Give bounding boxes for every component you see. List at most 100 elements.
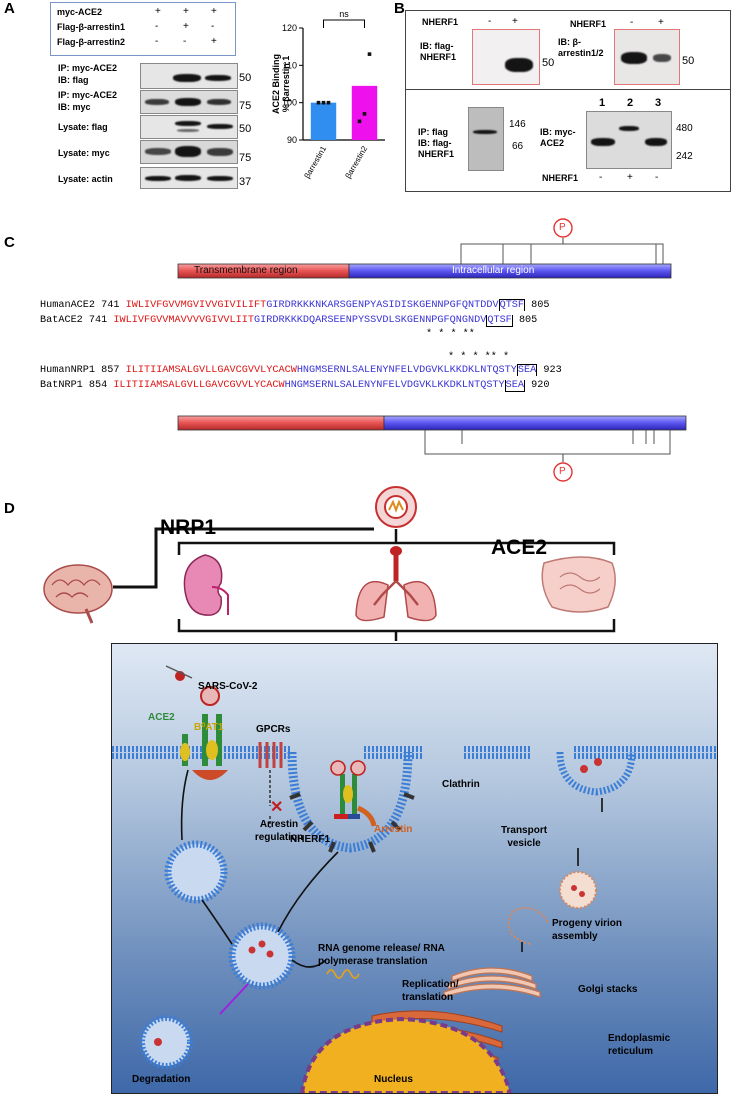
panel-a-label: A — [4, 0, 15, 17]
seq-row-bat-nrp1: BatNRP1 854 ILITIIAMSALGVLLGAVCGVVLYCACW… — [40, 380, 550, 392]
y-axis-label: ACE2 Binding% βarrestin 1 — [271, 54, 291, 114]
label-rna-release: RNA genome release/ RNA polymerase trans… — [318, 943, 445, 967]
label-arrestin-regulation: Arrestin regulation — [254, 819, 304, 843]
blot-label: Lysate: myc — [58, 148, 110, 158]
mw-marker: 146 — [509, 119, 526, 130]
lane-number: 1 — [599, 97, 606, 109]
blot-arrestin — [614, 29, 680, 85]
design-mark: - — [155, 36, 159, 47]
lane-mark: - — [599, 172, 603, 183]
label-gpcrs: GPCRs — [256, 724, 291, 735]
blot-label: IB: β-arrestin1/2 — [558, 37, 604, 58]
nherf1-header: NHERF1 — [542, 173, 579, 183]
design-mark: + — [211, 6, 217, 17]
design-mark: + — [211, 36, 217, 47]
panel-d-label: D — [4, 500, 15, 517]
bar — [310, 102, 337, 140]
y-tick-label: 90 — [287, 135, 297, 145]
mw-marker: 50 — [682, 55, 695, 67]
lysosome — [139, 1015, 193, 1069]
intestine-icon — [541, 556, 616, 613]
blot-ip-flag — [140, 63, 238, 89]
mw-marker: 75 — [239, 100, 252, 112]
transport-vesicle-icon — [559, 871, 597, 909]
label-er: Endoplasmic reticulum — [608, 1033, 671, 1057]
seq-row-bat-ace2: BatACE2 741 IWLIVFGVVMAVVVVGIVVLIITGIRDR… — [40, 315, 538, 327]
design-mark: - — [183, 36, 187, 47]
significance-label: ns — [339, 9, 349, 19]
intracellular-bar-nrp1 — [383, 415, 687, 431]
lane-number: 2 — [627, 97, 634, 109]
design-mark: - — [211, 21, 215, 32]
label-virus: SARS-CoV-2 — [198, 681, 258, 692]
svg-text:✕: ✕ — [270, 799, 283, 816]
y-tick-label: 100 — [282, 98, 297, 108]
blot-ip-flag-b — [468, 107, 504, 171]
data-point — [357, 119, 362, 124]
phospho-label: P — [559, 222, 566, 233]
blot-lysate-actin — [140, 167, 238, 189]
label-transport-vesicle: Transport vesicle — [500, 825, 548, 849]
nucleus-icon — [299, 1016, 513, 1093]
panel-b-frame: NHERF1 - + IB: flag-NHERF1 50 NHERF1 - +… — [405, 10, 731, 192]
blot-label: IB: flag-NHERF1 — [420, 41, 457, 62]
data-point — [362, 112, 367, 116]
phospho-icon — [553, 462, 573, 482]
endocytosed-complex-icon — [330, 760, 377, 827]
label-replication: Replication/ translation — [402, 979, 459, 1003]
transmembrane-bar-nrp1 — [177, 415, 385, 431]
assembly-vesicle — [507, 906, 549, 945]
conservation-stars-ace2: * * * ** — [426, 329, 475, 340]
y-tick-label: 120 — [282, 23, 297, 33]
brain-icon — [43, 564, 113, 624]
ace2-label: ACE2 — [491, 536, 548, 559]
gpcr-icon — [258, 742, 283, 768]
panel-b-label: B — [394, 0, 405, 17]
organ-tropism-diagram — [43, 486, 616, 641]
cell-diagram: ✕ — [111, 643, 718, 1094]
seq-row-human-ace2: HumanACE2 741 IWLIVFGVVMGVIVVGIVILIFTGIR… — [40, 299, 550, 311]
design-row-label: Flag-β-arrestin2 — [57, 37, 126, 47]
design-table: myc-ACE2 Flag-β-arrestin1 Flag-β-arresti… — [50, 2, 236, 56]
phospho-label: P — [559, 466, 566, 477]
exocytic-pit — [556, 751, 636, 796]
blot-label: Lysate: flag — [58, 122, 108, 132]
clathrin-pit — [287, 751, 413, 853]
design-mark: + — [183, 6, 189, 17]
design-row-label: Flag-β-arrestin1 — [57, 22, 126, 32]
blot-label: Lysate: actin — [58, 174, 113, 184]
lane-mark: + — [627, 172, 633, 183]
blot-label: IB: myc-ACE2 — [540, 127, 576, 148]
nherf1-header: NHERF1 — [570, 19, 607, 29]
mw-marker: 242 — [676, 151, 693, 162]
conservation-stars-nrp1: * * * ** * — [448, 352, 510, 363]
blot-lysate-flag — [140, 115, 238, 139]
lane-mark: + — [512, 16, 518, 27]
blot-ip-myc — [140, 90, 238, 114]
phospho-icon — [553, 218, 573, 238]
label-clathrin: Clathrin — [442, 779, 480, 790]
virus-icon — [375, 486, 417, 528]
data-point — [326, 100, 331, 105]
design-mark: + — [155, 6, 161, 17]
endosome — [228, 922, 296, 990]
label-ace2: ACE2 — [148, 712, 175, 723]
intracellular-bar — [348, 263, 672, 279]
nherf1-header: NHERF1 — [422, 17, 459, 27]
nrp1-label: NRP1 — [160, 516, 217, 539]
design-mark: - — [155, 21, 159, 32]
label-progeny: Progeny virion assembly — [552, 918, 623, 942]
seq-row-human-nrp1: HumanNRP1 857 ILITIIAMSALGVLLGAVCGVVLYCA… — [40, 364, 562, 376]
mw-marker: 50 — [239, 123, 252, 135]
label-b0at1: B⁰AT1 — [194, 722, 224, 733]
mw-marker: 480 — [676, 123, 693, 134]
label-golgi: Golgi stacks — [578, 984, 638, 995]
lungs-icon — [355, 546, 437, 622]
mw-marker: 66 — [512, 141, 524, 152]
lane-mark: + — [658, 17, 664, 28]
y-tick-label: 110 — [283, 60, 297, 70]
label-nucleus: Nucleus — [374, 1074, 413, 1085]
